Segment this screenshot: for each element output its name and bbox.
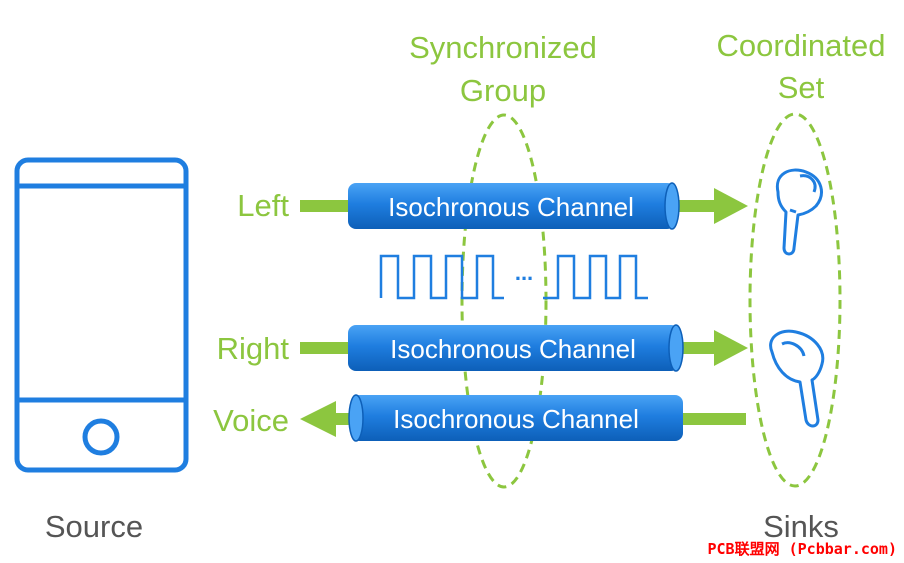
- channel-pipe-3: Isochronous Channel: [348, 394, 683, 442]
- source-label: Source: [45, 509, 143, 544]
- coordinated-set-label-line2: Set: [778, 70, 825, 105]
- channel-pipe-2: Isochronous Channel: [348, 324, 684, 372]
- voice-channel-label: Voice: [213, 403, 289, 438]
- voice-input-bar: [680, 413, 746, 425]
- left-input-arrow: [300, 200, 352, 212]
- coordinated-set-ellipse: [748, 112, 842, 488]
- channel-pipe-1: Isochronous Channel: [348, 182, 680, 230]
- smartphone-icon: [14, 157, 189, 473]
- synchronized-group-label-line2: Group: [460, 73, 546, 108]
- right-channel-label: Right: [217, 331, 290, 366]
- right-output-arrow: [677, 330, 748, 366]
- channel-label-3: Isochronous Channel: [393, 404, 639, 434]
- left-channel-label: Left: [237, 188, 289, 223]
- synchronized-group-ellipse: [460, 113, 548, 489]
- left-output-arrow: [677, 188, 748, 224]
- earbud-icon: [769, 329, 825, 428]
- coordinated-set-label-line1: Coordinated: [717, 28, 886, 63]
- timing-ellipsis: ...: [515, 260, 533, 285]
- square-wave-icon: [379, 254, 648, 300]
- watermark-text: PCB联盟网 (Pcbbar.com): [708, 540, 898, 558]
- voice-return-arrow: [300, 401, 356, 437]
- right-input-arrow: [300, 342, 352, 354]
- channel-label-1: Isochronous Channel: [388, 192, 634, 222]
- channel-label-2: Isochronous Channel: [390, 334, 636, 364]
- earbud-icon: [775, 168, 823, 256]
- synchronized-group-label-line1: Synchronized: [409, 30, 597, 65]
- sinks-label: Sinks: [763, 509, 839, 544]
